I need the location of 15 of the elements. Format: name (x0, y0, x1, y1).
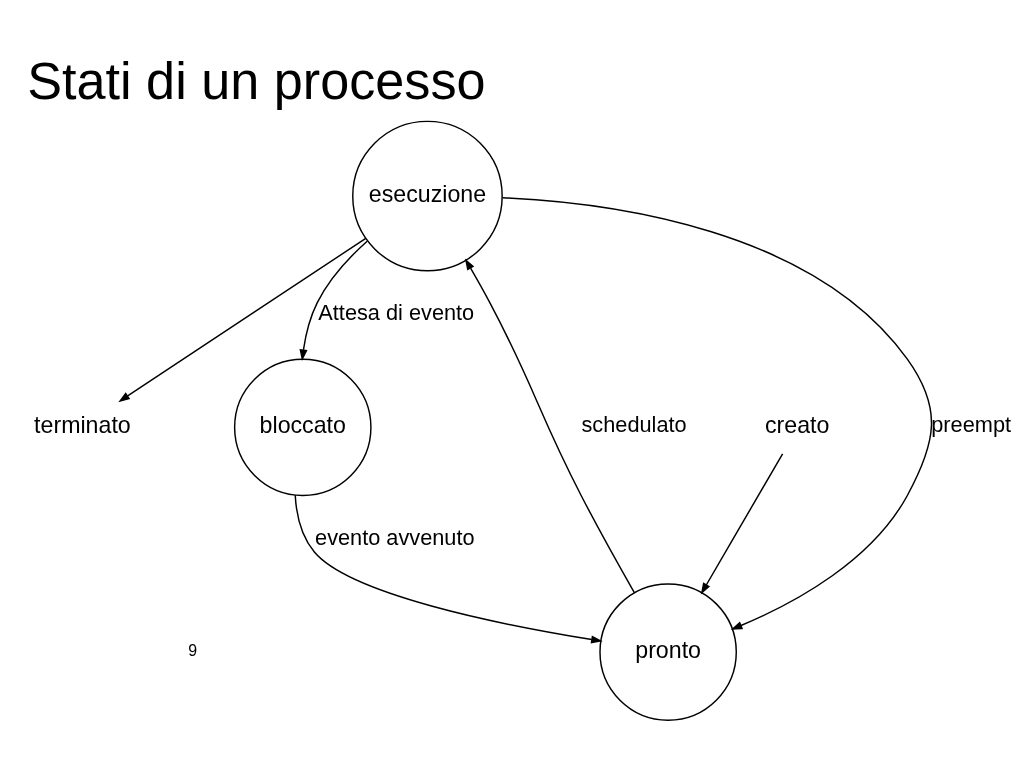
edge-label: Attesa di evento (318, 299, 475, 325)
node-text: terminato (34, 411, 131, 438)
arrow (299, 240, 368, 361)
arrow (464, 257, 636, 593)
arrow (700, 452, 784, 594)
label: 9 (188, 641, 198, 659)
edge-label: preempt (931, 411, 1012, 437)
arrow (501, 196, 933, 630)
node-text: creato (764, 411, 830, 438)
edge-label: schedulato (581, 411, 687, 437)
arrow (294, 493, 603, 643)
edge-label: evento avvenuto (315, 524, 475, 550)
arrow (118, 237, 367, 402)
diagram-title: Stati di un processo (27, 51, 486, 110)
node-circle: bloccato (233, 357, 372, 496)
